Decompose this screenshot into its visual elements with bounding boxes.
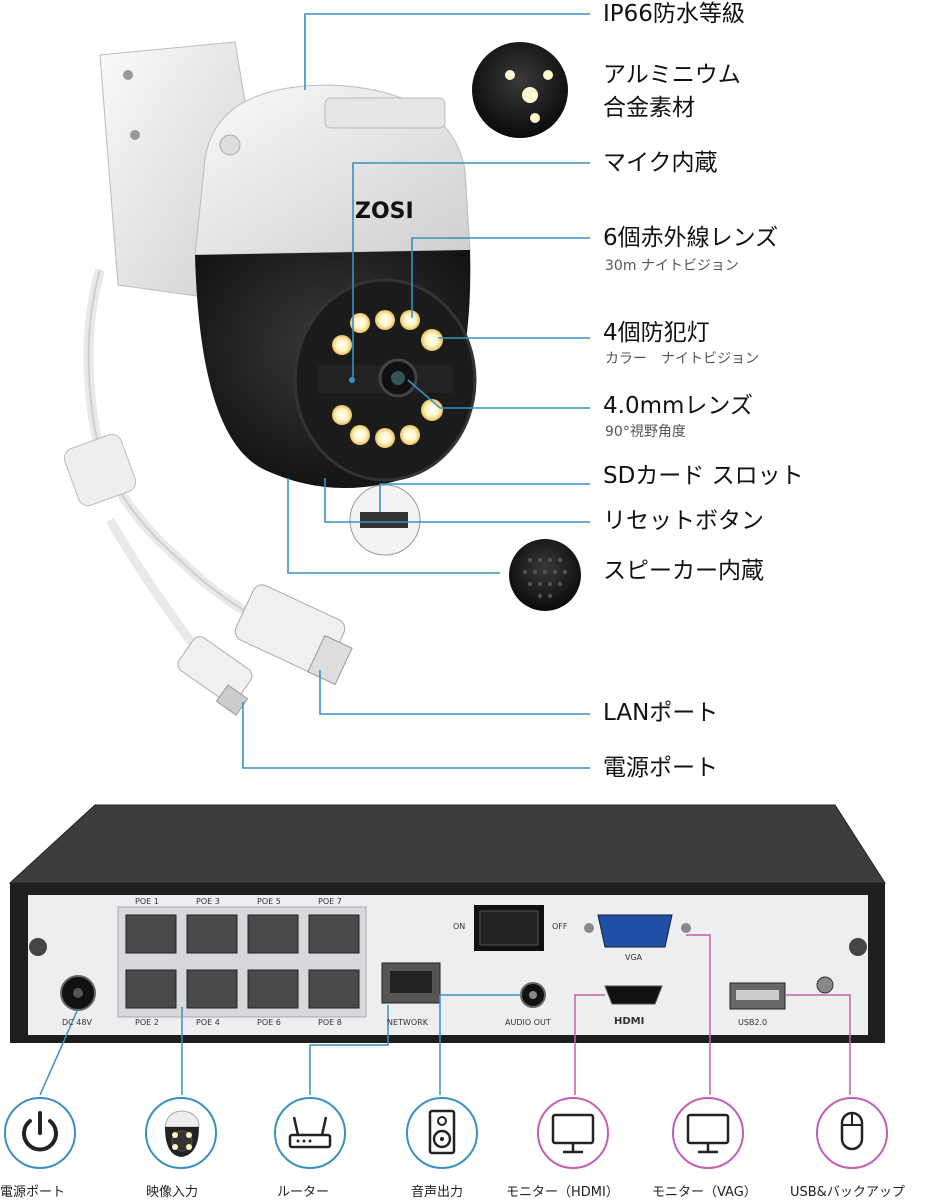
- feature-aluminum: アルミニウム: [603, 62, 741, 88]
- poe-5-label: POE 5: [257, 897, 281, 906]
- feature-lens-sub: 90°視野角度: [605, 424, 686, 440]
- audio-label: AUDIO OUT: [505, 1018, 551, 1027]
- camera-icon: [164, 1110, 200, 1157]
- monitor-icon: [686, 1113, 730, 1154]
- feature-alloy: 合金素材: [603, 95, 695, 121]
- monitor-hdmi-circle: [537, 1097, 609, 1169]
- feature-reset: リセットボタン: [603, 508, 764, 534]
- usb-backup-label: USB&バックアップ: [790, 1185, 905, 1200]
- poe-3-label: POE 3: [196, 897, 220, 906]
- speaker-icon: [428, 1109, 456, 1155]
- audio-output-circle: [406, 1097, 478, 1169]
- camera-illustration: ZOSI: [63, 13, 590, 769]
- poe-6-label: POE 6: [257, 1018, 281, 1027]
- feature-ir-lens-sub: 30m ナイトビジョン: [605, 258, 739, 274]
- usb-backup-circle: [816, 1097, 888, 1169]
- poe-7-label: POE 7: [318, 897, 342, 906]
- network-label: NETWORK: [387, 1018, 428, 1027]
- feature-sd-slot: SDカード スロット: [603, 463, 804, 489]
- poe-4-label: POE 4: [196, 1018, 220, 1027]
- feature-security-light-sub: カラー ナイトビジョン: [605, 351, 759, 367]
- hdmi-label: HDMI: [614, 1016, 645, 1027]
- feature-mic: マイク内蔵: [603, 150, 718, 176]
- usb-label: USB2.0: [738, 1018, 768, 1027]
- monitor-icon: [551, 1113, 595, 1154]
- video-input-circle: [145, 1097, 217, 1169]
- monitor-vga-label: モニター（VAG）: [652, 1185, 757, 1200]
- on-label: ON: [453, 922, 466, 931]
- router-circle: [274, 1097, 346, 1169]
- feature-waterproof: IP66防水等級: [603, 1, 745, 27]
- feature-lan-port: LANポート: [603, 700, 719, 726]
- power-port-circle: [4, 1097, 76, 1169]
- feature-ir-lens: 6個赤外線レンズ: [603, 225, 779, 251]
- nvr-illustration: [8, 804, 886, 1095]
- vga-label: VGA: [625, 953, 643, 962]
- poe-1-label: POE 1: [135, 897, 159, 906]
- feature-security-light: 4個防犯灯: [603, 320, 710, 346]
- poe-2-label: POE 2: [135, 1018, 159, 1027]
- off-label: OFF: [552, 922, 568, 931]
- video-input-label: 映像入力: [146, 1185, 199, 1200]
- feature-power-port: 電源ポート: [603, 755, 718, 781]
- poe-8-label: POE 8: [318, 1018, 342, 1027]
- feature-lens: 4.0mmレンズ: [603, 393, 753, 419]
- router-label: ルーター: [277, 1185, 330, 1200]
- router-icon: [288, 1116, 332, 1149]
- power-icon: [22, 1111, 58, 1152]
- monitor-vga-circle: [672, 1097, 744, 1169]
- audio-output-label: 音声出力: [411, 1185, 464, 1200]
- mouse-icon: [840, 1111, 864, 1151]
- monitor-hdmi-label: モニター（HDMI）: [506, 1185, 619, 1200]
- feature-speaker: スピーカー内蔵: [603, 558, 764, 584]
- svg-text:ZOSI: ZOSI: [355, 199, 414, 224]
- dc-label: DC 48V: [62, 1018, 92, 1027]
- power-port-label: 電源ポート: [0, 1185, 66, 1200]
